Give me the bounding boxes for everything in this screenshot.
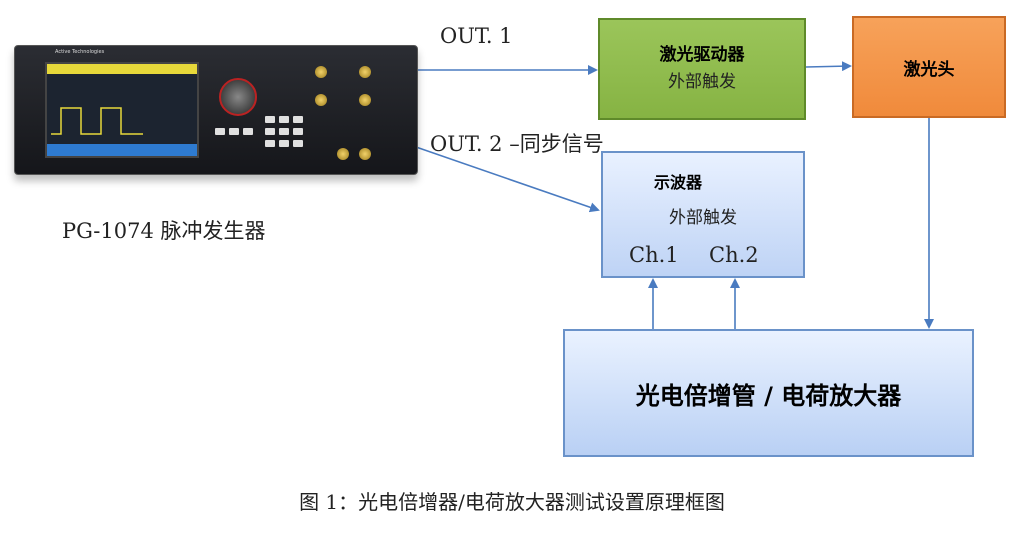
oscilloscope-block: 示波器 外部触发 Ch.1 Ch.2 <box>601 151 805 278</box>
laser-driver-block: 激光驱动器 外部触发 <box>598 18 806 120</box>
device-key <box>243 128 253 135</box>
channel-1-label: Ch.1 <box>629 243 679 267</box>
device-screen-waveform <box>51 107 143 135</box>
output-connector-icon <box>359 148 371 160</box>
device-caption: PG-1074 脉冲发生器 <box>62 219 266 243</box>
arrow-driver-to-head <box>805 61 852 72</box>
device-brand-label: Active Technologies <box>55 49 105 55</box>
device-screen <box>45 62 199 158</box>
output-connector-icon <box>315 94 327 106</box>
device-knob <box>219 78 257 116</box>
output-connector-icon <box>359 66 371 78</box>
device-key <box>293 116 303 123</box>
output-connector-icon <box>359 94 371 106</box>
device-key <box>279 128 289 135</box>
laser-head-title: 激光头 <box>903 59 955 80</box>
pulse-generator-image: Active Technologies <box>14 45 418 175</box>
laser-head-block: 激光头 <box>852 16 1006 118</box>
arrow-out2-to-scope <box>415 146 600 213</box>
oscilloscope-title: 示波器 <box>653 173 702 192</box>
device-key <box>215 128 225 135</box>
device-screen-header <box>47 64 197 74</box>
pmt-amplifier-block: 光电倍增管 / 电荷放大器 <box>563 329 974 457</box>
device-key <box>293 128 303 135</box>
device-key <box>279 140 289 147</box>
out1-label: OUT. 1 <box>440 24 513 48</box>
channel-2-label: Ch.2 <box>709 243 759 267</box>
laser-driver-title: 激光驱动器 <box>659 45 745 65</box>
laser-driver-subtitle: 外部触发 <box>668 72 736 92</box>
output-connector-icon <box>315 66 327 78</box>
device-key <box>229 128 239 135</box>
figure-caption: 图 1：光电倍增器/电荷放大器测试设置原理框图 <box>299 490 725 514</box>
device-key <box>265 140 275 147</box>
device-screen-toolbar <box>47 144 197 156</box>
device-key <box>279 116 289 123</box>
device-key <box>265 128 275 135</box>
output-connector-icon <box>337 148 349 160</box>
device-key <box>293 140 303 147</box>
pmt-amplifier-title: 光电倍增管 / 电荷放大器 <box>635 381 902 410</box>
oscilloscope-subtitle: 外部触发 <box>669 208 737 228</box>
device-key <box>265 116 275 123</box>
out2-label: OUT. 2 –同步信号 <box>430 132 604 156</box>
